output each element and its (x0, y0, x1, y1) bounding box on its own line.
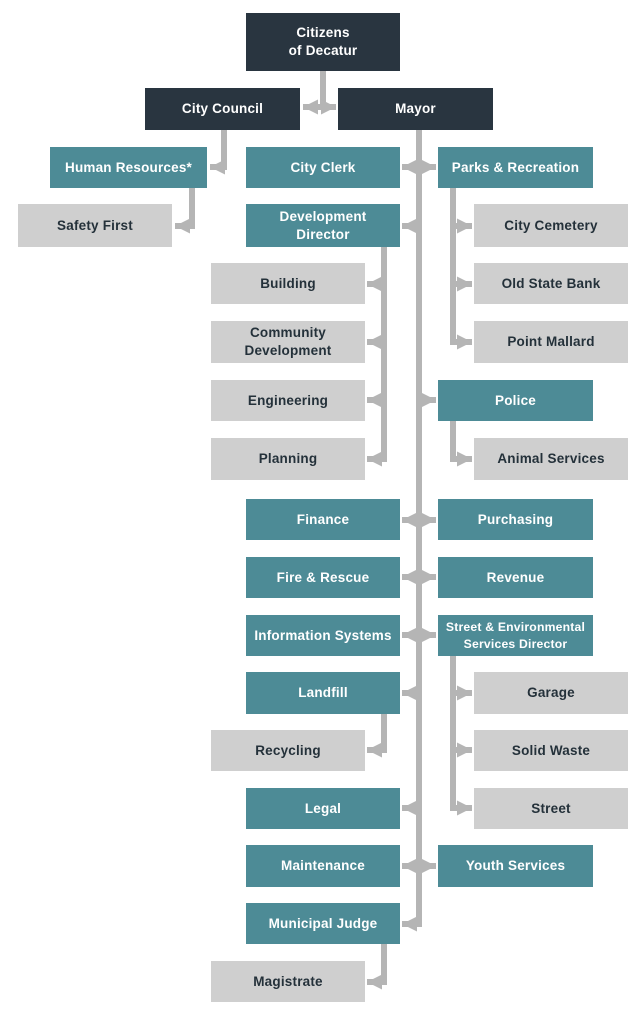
node-magistrate: Magistrate (211, 961, 365, 1002)
node-city-council: City Council (145, 88, 300, 130)
node-parks-recreation: Parks & Recreation (438, 147, 593, 188)
node-point-mallard: Point Mallard (474, 321, 628, 363)
node-youth-services-label: Youth Services (465, 858, 566, 874)
node-safety-first-label: Safety First (57, 217, 133, 233)
node-old-state-bank-label: Old State Bank (501, 275, 601, 291)
node-information-systems: Information Systems (246, 615, 400, 656)
node-community-development-label: Community Development (244, 325, 332, 358)
edge-streetenv-drop-to-street (450, 656, 472, 816)
node-community-development: Community Development (211, 321, 365, 363)
node-parks-recreation-label: Parks & Recreation (451, 159, 580, 175)
node-building: Building (211, 263, 365, 304)
node-garage: Garage (474, 672, 628, 714)
node-legal: Legal (246, 788, 400, 829)
node-planning: Planning (211, 438, 365, 480)
edge-human-resources-to-safety-first (175, 188, 195, 234)
node-city-cemetery-label: City Cemetery (504, 217, 598, 233)
node-planning-label: Planning (258, 451, 318, 467)
node-mayor-label: Mayor (395, 101, 436, 117)
node-street-environmental-services-director: Street & Environmental Services Director (438, 615, 593, 656)
node-recycling-label: Recycling (255, 742, 321, 758)
node-police-label: Police (495, 392, 536, 408)
node-city-cemetery: City Cemetery (474, 204, 628, 247)
edge-devdir-drop-to-planning (367, 247, 387, 467)
node-safety-first: Safety First (18, 204, 172, 247)
node-purchasing: Purchasing (438, 499, 593, 540)
node-police: Police (438, 380, 593, 421)
node-city-clerk-label: City Clerk (290, 159, 356, 175)
node-engineering: Engineering (211, 380, 365, 421)
node-street-environmental-services-director-label: Street & Environmental Services Director (445, 620, 586, 651)
node-solid-waste-label: Solid Waste (511, 742, 591, 758)
node-legal-label: Legal (304, 800, 342, 816)
node-city-council-label: City Council (181, 101, 264, 117)
node-maintenance-label: Maintenance (281, 858, 365, 874)
node-landfill: Landfill (246, 672, 400, 714)
edge-landfill-to-recycling (367, 714, 387, 758)
node-garage-label: Garage (527, 685, 575, 701)
node-information-systems-label: Information Systems (254, 627, 392, 643)
edge-judge-to-magistrate (367, 944, 387, 990)
node-revenue: Revenue (438, 557, 593, 598)
node-animal-services: Animal Services (474, 438, 628, 480)
node-finance-label: Finance (296, 511, 350, 527)
edge-council-to-human-resources (210, 130, 227, 175)
edge-police-to-animal-services (450, 421, 472, 467)
edge-mayor-trunk-to-municipal-judge (402, 130, 422, 932)
node-magistrate-label: Magistrate (253, 973, 323, 989)
node-finance: Finance (246, 499, 400, 540)
node-human-resources: Human Resources* (50, 147, 207, 188)
node-youth-services: Youth Services (438, 845, 593, 887)
edge-parks-drop-to-point-mallard (450, 188, 472, 350)
node-development-director-label: Development Director (279, 208, 367, 242)
node-engineering-label: Engineering (247, 392, 329, 408)
node-city-clerk: City Clerk (246, 147, 400, 188)
node-landfill-label: Landfill (298, 685, 348, 701)
node-street-label: Street (531, 800, 571, 816)
node-development-director: Development Director (246, 204, 400, 247)
node-citizens-of-decatur-label: Citizens of Decatur (288, 25, 358, 58)
node-animal-services-label: Animal Services (497, 451, 605, 467)
node-old-state-bank: Old State Bank (474, 263, 628, 304)
node-municipal-judge: Municipal Judge (246, 903, 400, 944)
node-revenue-label: Revenue (486, 569, 545, 585)
node-solid-waste: Solid Waste (474, 730, 628, 771)
node-maintenance: Maintenance (246, 845, 400, 887)
node-street: Street (474, 788, 628, 829)
node-building-label: Building (260, 275, 316, 291)
node-fire-rescue: Fire & Rescue (246, 557, 400, 598)
node-human-resources-label: Human Resources* (65, 159, 192, 175)
node-recycling: Recycling (211, 730, 365, 771)
node-point-mallard-label: Point Mallard (507, 334, 595, 350)
node-purchasing-label: Purchasing (477, 511, 554, 527)
node-mayor: Mayor (338, 88, 493, 130)
node-citizens-of-decatur: Citizens of Decatur (246, 13, 400, 71)
node-municipal-judge-label: Municipal Judge (268, 915, 378, 931)
node-fire-rescue-label: Fire & Rescue (276, 569, 370, 585)
